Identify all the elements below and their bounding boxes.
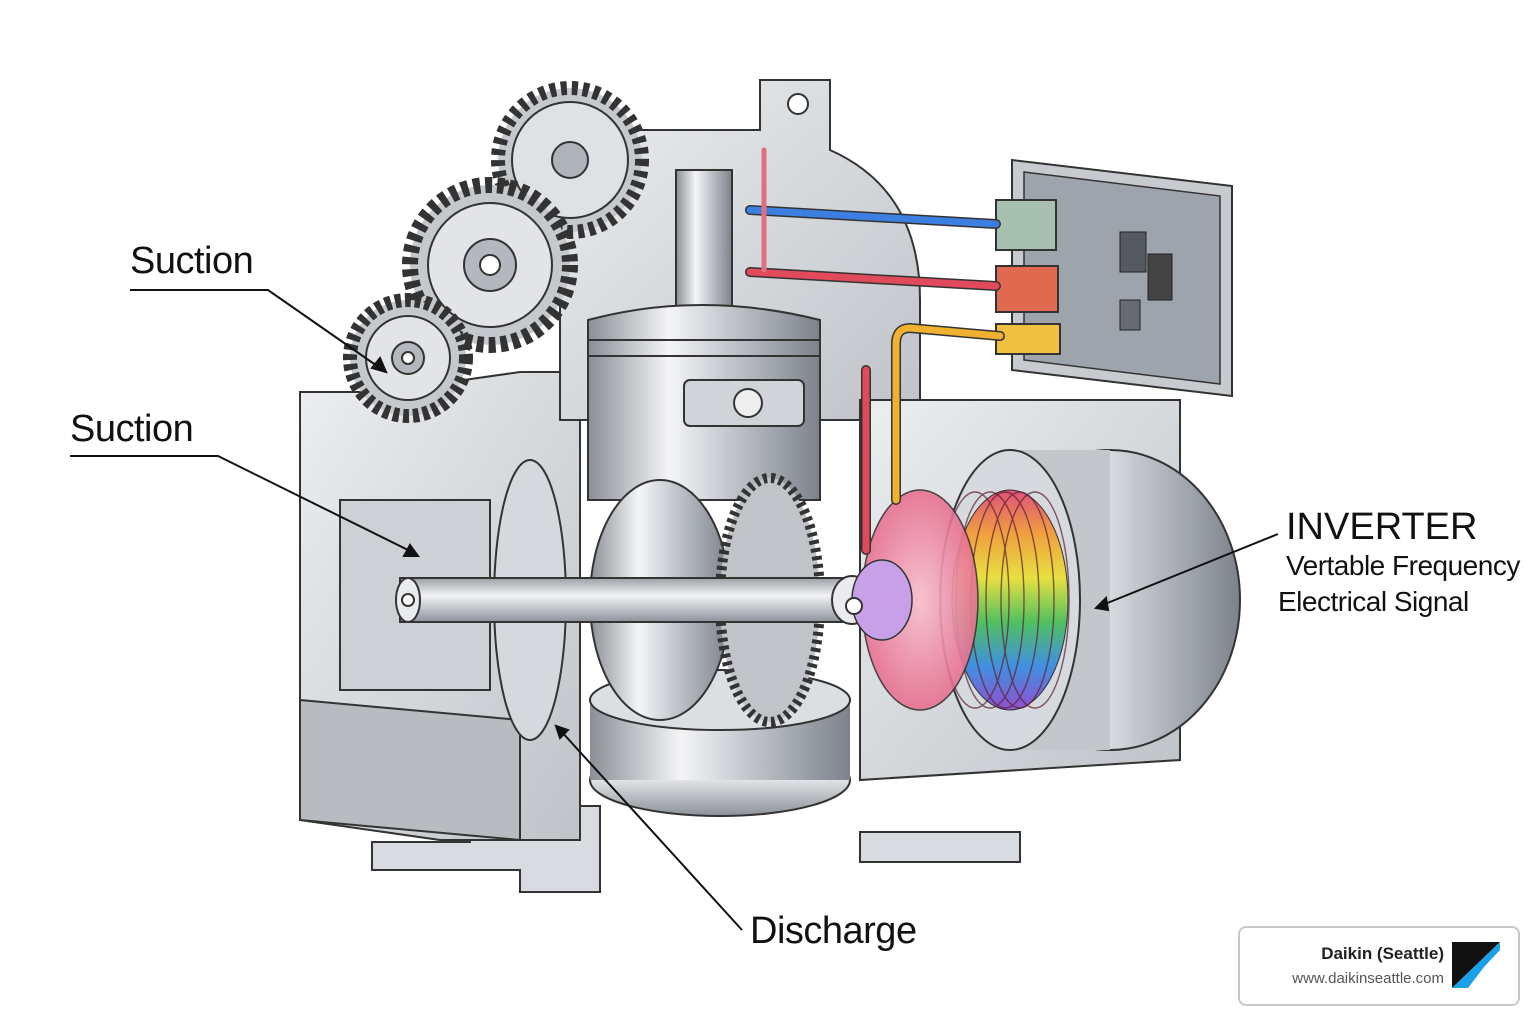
inverter-title: INVERTER [1286, 506, 1478, 548]
connector-red [995, 265, 1059, 313]
inverter-line-1: Vertable Frequency [1286, 550, 1520, 581]
electric-motor [845, 449, 1241, 751]
gear-middle [402, 177, 578, 353]
watermark-url: www.daikinseattle.com [1292, 970, 1444, 987]
watermark-name: Daikin (Seattle) [1321, 944, 1444, 963]
suction-label-middle: Suction [70, 408, 194, 450]
gear-small [343, 293, 473, 423]
discharge-label: Discharge [750, 910, 917, 952]
connector-yellow [995, 323, 1061, 355]
signal-wires [745, 147, 1005, 555]
piston [587, 169, 821, 501]
crankshaft [395, 575, 873, 625]
inverter-control-board [995, 158, 1233, 398]
leader-lines [70, 289, 1279, 931]
daikin-logo-icon [1452, 942, 1500, 988]
inverter-line-2: Electrical Signal [1278, 586, 1469, 617]
suction-label-top: Suction [130, 240, 254, 282]
connector-blue [995, 199, 1057, 251]
watermark-badge: Daikin (Seattle) www.daikinseattle.com [1238, 926, 1520, 1006]
